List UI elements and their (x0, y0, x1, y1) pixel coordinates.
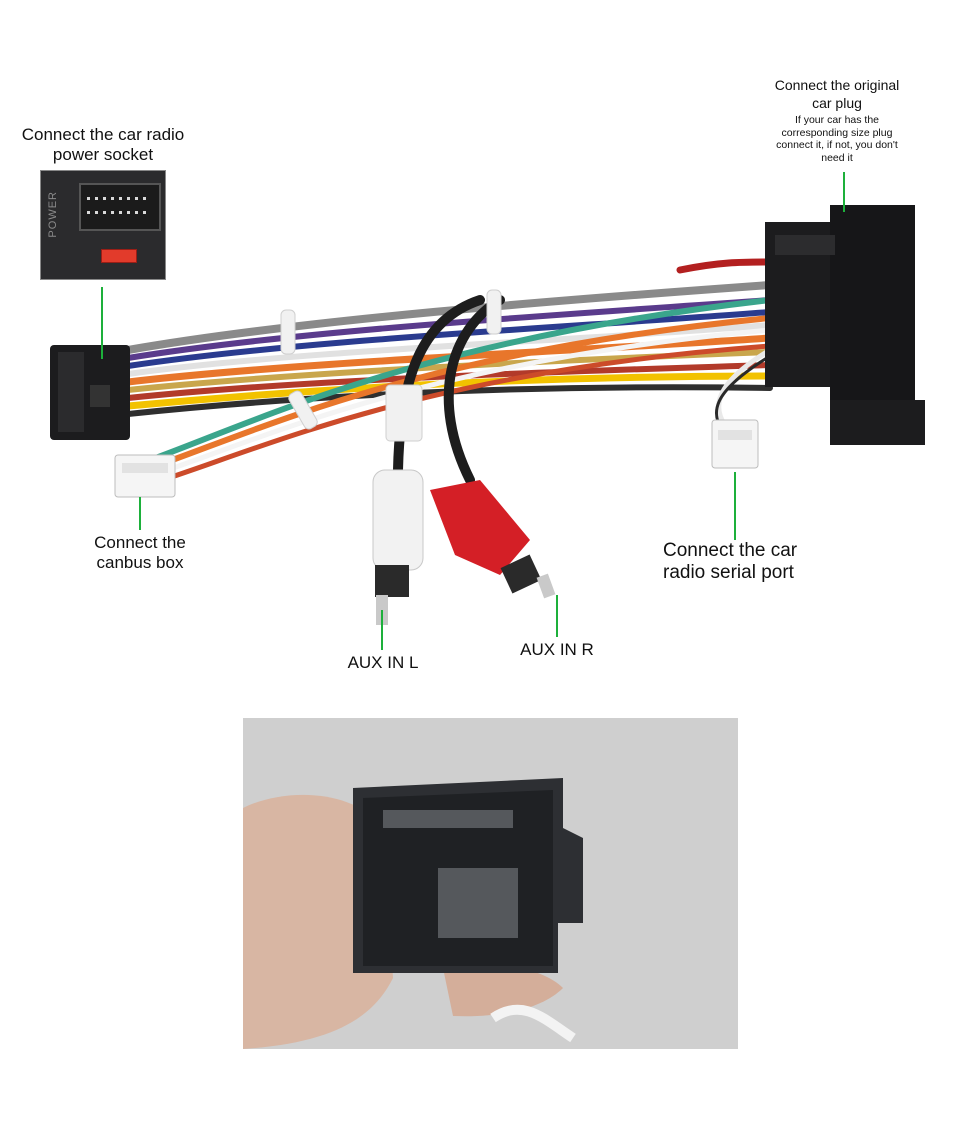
rca-white-plug (372, 469, 424, 625)
wire-bundle (124, 258, 774, 487)
leader-aux-l (381, 610, 383, 650)
power-text: POWER (47, 191, 59, 238)
power-socket-inset: POWER (40, 170, 166, 280)
label-original-plug-note: If your car has the corresponding size p… (776, 114, 898, 164)
leader-aux-r (556, 595, 558, 637)
leader-original-plug (843, 172, 845, 212)
fuse (101, 249, 137, 263)
label-canbus: Connect the canbus box (94, 533, 186, 573)
label-power-socket: Connect the car radio power socket (21, 125, 185, 165)
rca-red-plug (430, 480, 556, 599)
cable-ties (280, 289, 502, 442)
label-original-plug: Connect the original car plug (774, 77, 900, 111)
serial-plug (711, 419, 759, 469)
photo-illustration (243, 778, 583, 1049)
pin-grid (79, 183, 161, 231)
label-original-plug-group: Connect the original car plug If your ca… (768, 77, 906, 164)
label-serial-port: Connect the car radio serial port (663, 540, 798, 584)
leader-canbus (139, 497, 141, 530)
label-aux-l: AUX IN L (347, 653, 419, 672)
power-connector (50, 345, 130, 440)
original-car-plug-connector (765, 205, 925, 445)
leader-power-socket (101, 287, 103, 359)
label-aux-r: AUX IN R (520, 640, 594, 659)
leader-serial (734, 472, 736, 540)
canbus-plug (114, 454, 176, 498)
connector-photo (243, 718, 738, 1049)
harness-illustration (50, 205, 925, 625)
